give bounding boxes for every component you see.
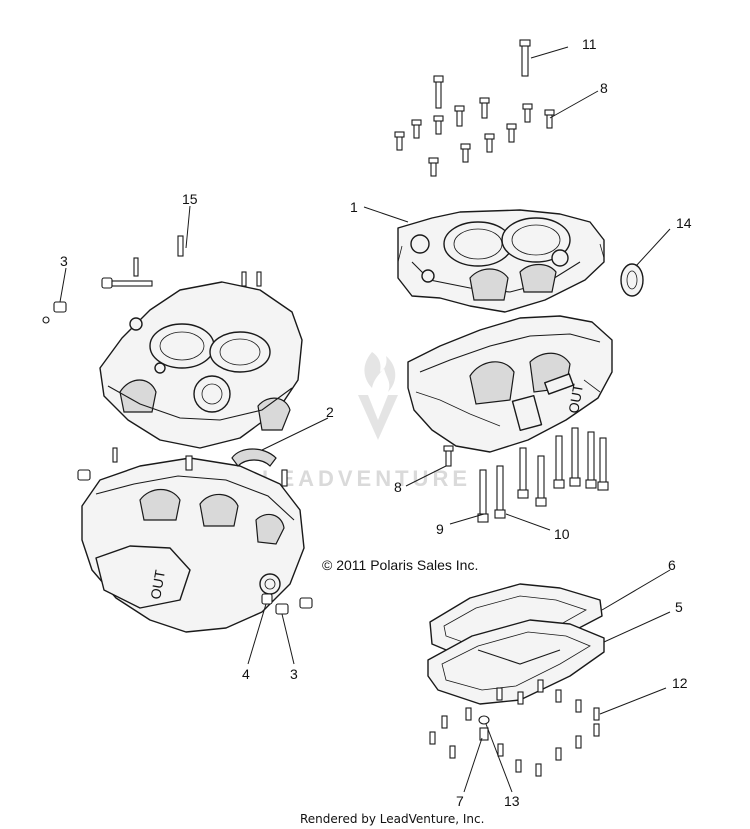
callout-1: 1 (350, 199, 358, 215)
callout-2: 2 (326, 404, 334, 420)
lower-crankcase-right: OUT (407, 315, 613, 453)
oil-pan-lower (427, 619, 605, 705)
svg-text:OUT: OUT (565, 382, 586, 414)
callout-13: 13 (504, 793, 520, 809)
callout-15: 15 (182, 191, 198, 207)
callout-9: 9 (436, 521, 444, 537)
upper-bolts (394, 39, 555, 177)
callout-numbers: 1 2 3 3 4 5 6 7 8 8 9 10 11 12 13 14 15 (60, 36, 692, 809)
upper-crankcase-right (397, 209, 605, 313)
callout-3-lower: 3 (290, 666, 298, 682)
long-bolts (443, 427, 609, 523)
callout-11: 11 (582, 36, 597, 52)
callout-6: 6 (668, 557, 676, 573)
render-credit: Rendered by LeadVenture, Inc. (300, 812, 484, 826)
svg-text:OUT: OUT (147, 568, 168, 600)
crank-seal (620, 263, 644, 297)
upper-crankcase-left (99, 281, 303, 449)
leadventure-watermark: LEADVENTURE (262, 352, 471, 491)
oil-pan-bolts (429, 679, 600, 777)
watermark-text: LEADVENTURE (262, 466, 471, 491)
copyright-notice: © 2011 Polaris Sales Inc. (322, 557, 478, 573)
callout-10: 10 (554, 526, 570, 542)
left-small-parts (42, 235, 644, 615)
leader-lines (59, 46, 671, 793)
callout-3-upper: 3 (60, 253, 68, 269)
lower-crankcase-left: OUT (81, 457, 305, 633)
callout-14: 14 (676, 215, 692, 231)
callout-5: 5 (675, 599, 683, 615)
callout-8-upper: 8 (600, 80, 608, 96)
callout-7: 7 (456, 793, 464, 809)
callout-12: 12 (672, 675, 688, 691)
callout-8-lower: 8 (394, 479, 402, 495)
callout-4: 4 (242, 666, 250, 682)
